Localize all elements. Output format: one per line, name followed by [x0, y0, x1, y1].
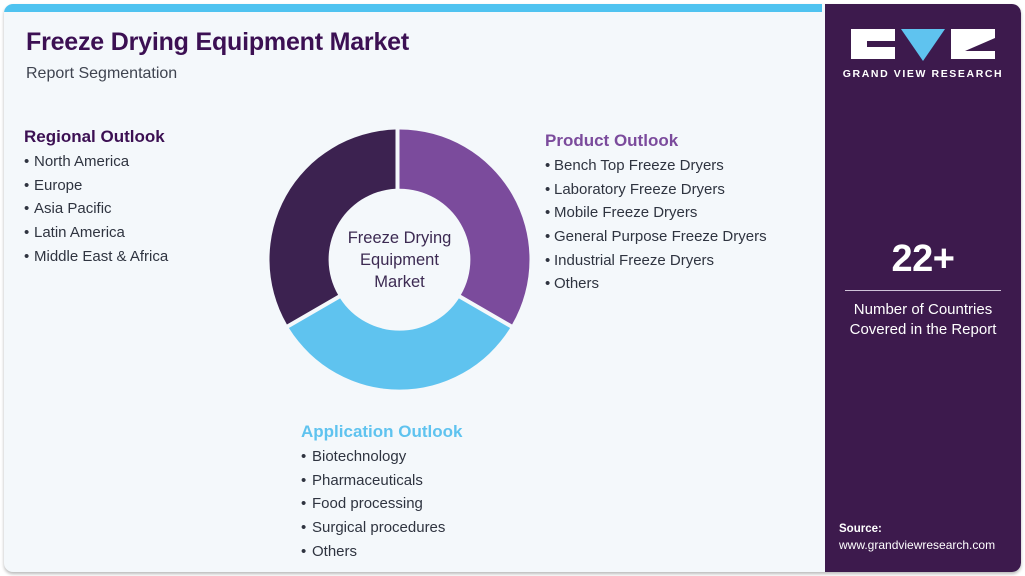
top-accent-bar — [4, 4, 822, 12]
stat-label-line-2: Covered in the Report — [849, 321, 997, 338]
list-item: •North America — [24, 150, 168, 174]
list-item-label: North America — [34, 153, 130, 171]
list-item-label: Others — [312, 542, 358, 560]
stat-label-line-1: Number of Countries — [853, 301, 993, 318]
list-item: •Latin America — [24, 221, 168, 245]
logo-wordmark: GRAND VIEW RESEARCH — [842, 68, 1004, 80]
donut-chart: Freeze Drying Equipment Market — [262, 122, 537, 397]
list-item-label: General Purpose Freeze Dryers — [554, 228, 767, 246]
list-item: •Asia Pacific — [24, 197, 168, 221]
donut-segment-regional — [269, 129, 396, 325]
list-item-label: Surgical procedures — [312, 519, 446, 537]
list-item: •Middle East & Africa — [24, 245, 168, 269]
source-url[interactable]: www.grandviewresearch.com — [839, 538, 996, 552]
list-item: • Surgical procedures — [301, 516, 463, 540]
list-item: •Others — [545, 272, 767, 296]
list-item-label: Latin America — [34, 224, 125, 242]
bullet-icon: • — [24, 224, 30, 242]
bullet-icon: • — [545, 180, 551, 198]
donut-segment-application — [288, 298, 511, 390]
list-item-label: Others — [554, 275, 600, 293]
donut-chart-svg — [269, 129, 530, 390]
list-item-label: Biotechnology — [312, 448, 407, 466]
bullet-icon: • — [545, 275, 551, 293]
list-item: • Biotechnology — [301, 445, 463, 469]
bullet-icon: • — [24, 247, 30, 265]
bullet-icon: • — [24, 200, 30, 218]
stat-divider — [845, 290, 1001, 291]
bullet-icon: • — [545, 251, 551, 269]
bullet-icon: • — [301, 448, 307, 466]
list-item-label: Food processing — [312, 495, 423, 513]
bullet-icon: • — [545, 204, 551, 222]
page-title: Freeze Drying Equipment Market — [26, 28, 409, 56]
brand-logo: GRAND VIEW RESEARCH — [825, 29, 1021, 80]
bullet-icon: • — [24, 153, 30, 171]
side-panel: GRAND VIEW RESEARCH 22+ Number of Countr… — [825, 4, 1021, 572]
stat-block: 22+ Number of Countries Covered in the R… — [825, 240, 1021, 340]
application-outlook-list: • Biotechnology • Pharmaceuticals • Food pr… — [301, 445, 463, 563]
list-item: • Food processing — [301, 492, 463, 516]
list-item: •Europe — [24, 174, 168, 198]
logo-g-icon — [851, 29, 895, 59]
content-card: Freeze Drying Equipment Market Report Se… — [4, 4, 1021, 572]
stat-value: 22+ — [891, 238, 955, 280]
list-item-label: Middle East & Africa — [34, 247, 169, 265]
list-item: •Mobile Freeze Dryers — [545, 201, 767, 225]
regional-outlook-heading: Regional Outlook — [24, 127, 165, 146]
bullet-icon: • — [301, 542, 307, 560]
logo-v-triangle-icon — [901, 29, 945, 61]
regional-outlook-section: Regional Outlook •North America •Europe … — [24, 126, 168, 268]
bullet-icon: • — [301, 519, 307, 537]
page-subtitle: Report Segmentation — [26, 64, 178, 82]
list-item-label: Mobile Freeze Dryers — [554, 204, 698, 222]
list-item-label: Europe — [34, 176, 83, 194]
source-title: Source: — [839, 523, 882, 535]
list-item-label: Pharmaceuticals — [312, 471, 423, 489]
header: Freeze Drying Equipment Market Report Se… — [26, 28, 786, 83]
regional-outlook-list: •North America •Europe •Asia Pacific •La… — [24, 150, 168, 268]
application-outlook-section: Application Outlook • Biotechnology • Phar… — [301, 421, 463, 563]
product-outlook-list: •Bench Top Freeze Dryers •Laboratory Fre… — [545, 154, 767, 296]
list-item: • Others — [301, 540, 463, 564]
list-item-label: Asia Pacific — [34, 200, 112, 218]
donut-segment-product — [399, 129, 530, 325]
list-item: •Laboratory Freeze Dryers — [545, 178, 767, 202]
logo-r-icon — [951, 29, 995, 59]
list-item: • Pharmaceuticals — [301, 469, 463, 493]
list-item: •Bench Top Freeze Dryers — [545, 154, 767, 178]
list-item: •Industrial Freeze Dryers — [545, 249, 767, 273]
bullet-icon: • — [545, 228, 551, 246]
list-item-label: Bench Top Freeze Dryers — [554, 157, 724, 175]
bullet-icon: • — [545, 157, 551, 175]
application-outlook-heading: Application Outlook — [301, 422, 463, 441]
logo-marks — [825, 29, 1021, 61]
product-outlook-section: Product Outlook •Bench Top Freeze Dryers… — [545, 130, 767, 296]
bullet-icon: • — [301, 495, 307, 513]
list-item-label: Industrial Freeze Dryers — [554, 251, 715, 269]
list-item-label: Laboratory Freeze Dryers — [554, 180, 725, 198]
list-item: •General Purpose Freeze Dryers — [545, 225, 767, 249]
bullet-icon: • — [301, 471, 307, 489]
bullet-icon: • — [24, 176, 30, 194]
product-outlook-heading: Product Outlook — [545, 131, 679, 150]
source-block: Source: www.grandviewresearch.com — [839, 521, 1021, 554]
